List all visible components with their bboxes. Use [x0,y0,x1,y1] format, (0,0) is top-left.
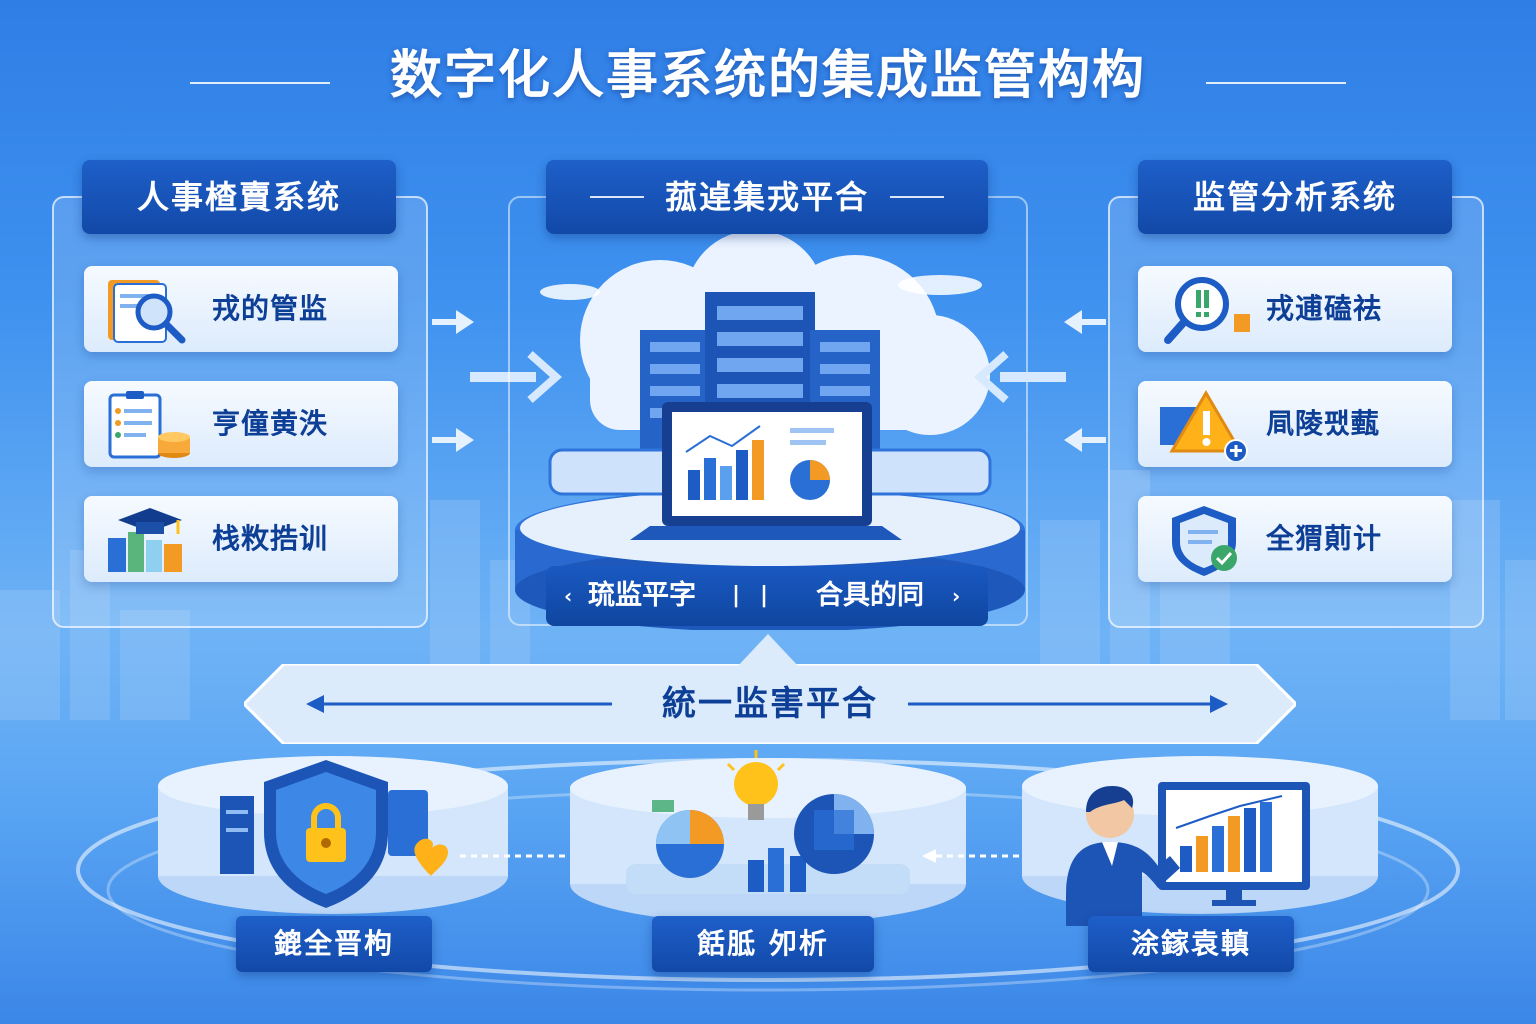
arrow-right-icon [432,428,474,452]
person-monitor-icon [1022,756,1378,926]
warning-icon [1160,390,1248,461]
left-card-2-label: 亨僮黄泆 [212,407,329,440]
analytics-bulb-icon [570,750,966,924]
search-alert-icon [1164,277,1250,344]
right-card-3-label: 全猬萴计 [1266,522,1383,555]
arrow-left-icon [974,351,1066,403]
shield-check-document-icon [1172,506,1237,576]
heading-dash-right [890,196,944,198]
band-up-arrow-icon [736,634,800,668]
platform-label-left: 琉监平字 [588,580,696,611]
left-card-2[interactable]: 亨僮黄泆 [84,381,398,467]
arrow-left-icon [1064,428,1106,452]
right-card-2[interactable]: 凬陵팼薽 [1138,381,1452,467]
chevron-left-icon: ‹ [564,584,573,608]
left-panel-heading: 人事楂賣系统 [82,160,396,234]
page-title: 数字化人事系统的集成监管构构 [389,46,1146,106]
right-card-1[interactable]: 戎逋磕祛 [1138,266,1452,352]
platform-label-right: 合具的同 [816,580,924,611]
chevron-right-icon: › [952,584,961,608]
right-panel-heading: 监管分析系统 [1138,160,1452,234]
document-search-icon [108,280,186,344]
title-divider-left [190,82,330,84]
left-card-3-label: 栈敉捁训 [212,522,329,555]
shield-lock-icon [158,756,508,914]
left-card-1[interactable]: 戎的管监 [84,266,398,352]
bottom-label-2: 餂胝 夘析 [652,916,874,972]
divider-icon: | [760,583,769,608]
unified-platform-band [244,664,1296,744]
center-heading-text: 菰逴集戎平合 [664,178,869,216]
arrow-left-icon [1064,310,1106,334]
divider-icon: | [732,583,741,608]
band-label: 統一监害平合 [662,684,878,724]
bottom-label-1: 鎞全晋枸 [236,916,432,972]
title-divider-right [1206,82,1346,84]
platform-label-bar: ‹ 琉监平字 | | 合具的同 › [546,566,988,626]
arrow-right-icon [432,310,474,334]
left-card-3[interactable]: 栈敉捁训 [84,496,398,582]
left-card-1-label: 戎的管监 [212,292,329,325]
bottom-label-3: 涂鎵袁䡩 [1088,916,1294,972]
graduation-books-icon [108,508,182,572]
clipboard-coins-icon [108,391,190,459]
heading-dash-left [590,196,644,198]
right-card-3[interactable]: 全猬萴计 [1138,496,1452,582]
right-card-1-label: 戎逋磕祛 [1266,292,1383,325]
arrow-right-icon [470,351,562,403]
right-card-2-label: 凬陵팼薽 [1266,407,1380,440]
center-panel-heading: 菰逴集戎平合 [546,160,988,234]
